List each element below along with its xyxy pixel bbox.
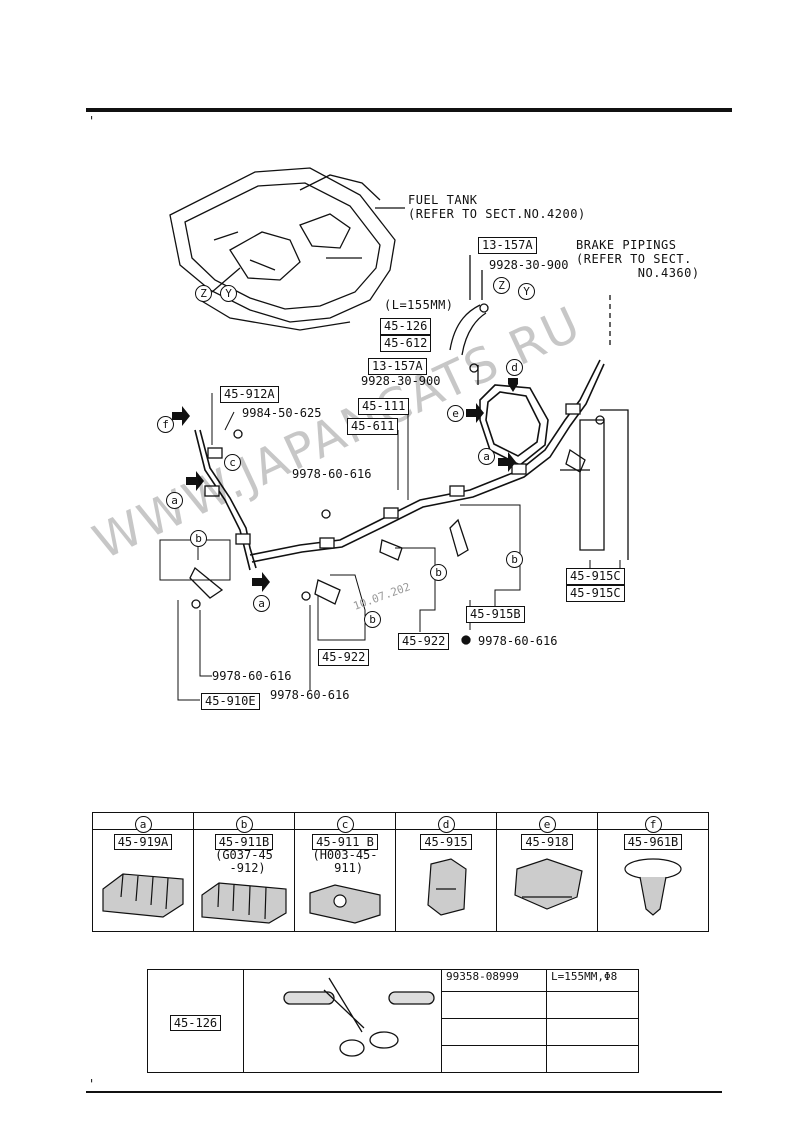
legend-key-e: e <box>497 813 597 833</box>
marker-y: Y <box>220 285 237 302</box>
bolt-9928-upper: 9928-30-900 <box>489 258 569 272</box>
marker-a: a <box>478 448 495 465</box>
empty-cell <box>441 1045 547 1073</box>
scissors-handle-right <box>369 1031 399 1049</box>
legend-key-f: f <box>598 813 708 833</box>
part-45-915c-upper: 45-915C <box>566 568 625 585</box>
legend-key-c: c <box>295 813 395 833</box>
legend-part-b: 45-911B <box>214 834 274 850</box>
legend-part-d: 45-915 <box>420 834 472 850</box>
hose-part-number: 45-126 <box>169 1014 222 1031</box>
part-45-912a: 45-912A <box>220 386 279 403</box>
part-45-922-left: 45-922 <box>318 649 370 666</box>
part-45-126: 45-126 <box>380 318 432 335</box>
legend-note-c: (H003-45- 911) <box>312 848 378 875</box>
scissors-handle-left <box>339 1039 365 1057</box>
part-45-915c-lower: 45-915C <box>566 585 625 602</box>
marker-d: d <box>506 359 523 376</box>
marker-a: a <box>166 492 183 509</box>
bolt-9978-right: 9978-60-616 <box>478 634 558 648</box>
bolt-9978-center-lower: 9978-60-616 <box>270 688 350 702</box>
part-45-612: 45-612 <box>380 335 432 352</box>
fuel-pipe-diagram <box>159 167 629 701</box>
hose-code: 99358-08999 <box>441 968 547 993</box>
part-45-922-right: 45-922 <box>398 633 450 650</box>
leader-lines <box>177 393 621 701</box>
hose-segment-left <box>283 991 335 1005</box>
marker-b: b <box>190 530 207 547</box>
marker-e: e <box>447 405 464 422</box>
bolt-9978-center: 9978-60-616 <box>292 467 372 481</box>
legend-key-d: d <box>396 813 496 833</box>
clip-f-icon <box>624 858 682 916</box>
pipe-clips <box>204 403 581 549</box>
fuel-tank-drawing <box>169 167 396 331</box>
bottom-rule <box>86 1091 722 1093</box>
top-rule <box>86 108 732 112</box>
marker-z: Z <box>493 277 510 294</box>
marker-y: Y <box>518 283 535 300</box>
bolt-9978-left-lower: 9978-60-616 <box>212 669 292 683</box>
legend-part-a: 45-919A <box>113 834 173 850</box>
header-mark: ' <box>88 114 96 128</box>
legend-key-b: b <box>194 813 294 833</box>
clip-a-icon <box>102 873 184 918</box>
marker-a: a <box>253 595 270 612</box>
marker-c: c <box>224 454 241 471</box>
bolt-9928-lower: 9928-30-900 <box>361 374 441 388</box>
marker-z: Z <box>195 285 212 302</box>
hose-spec: L=155MM,Φ8 <box>546 968 639 993</box>
legend-key-a: a <box>93 813 193 833</box>
marker-f: f <box>157 416 174 433</box>
empty-cell <box>546 991 639 1020</box>
hose-cutting-illustration <box>283 977 435 1057</box>
fuel-tank-note: FUEL TANK (REFER TO SECT.NO.4200) <box>408 193 586 221</box>
empty-cell <box>546 1045 639 1073</box>
empty-cell <box>441 1018 547 1047</box>
clip-b-icon <box>201 882 287 924</box>
marker-b: b <box>506 551 523 568</box>
part-45-915b: 45-915B <box>466 606 525 623</box>
clip-legend-table: a 45-919A b 45-911B (G037-45 -912) c 45-… <box>92 812 709 932</box>
hose-segment-right <box>388 991 435 1005</box>
legend-part-f: 45-961B <box>623 834 683 850</box>
clip-e-icon <box>514 858 583 910</box>
hose-cut-table: 45-126 99358-08999 L=155MM,Φ8 <box>147 968 639 1073</box>
bracket-shapes <box>159 409 629 605</box>
clip-d-icon <box>427 858 467 916</box>
legend-part-e: 45-918 <box>521 834 573 850</box>
part-13-157a-upper: 13-157A <box>478 237 537 254</box>
direction-arrows <box>172 378 518 592</box>
bolt-9984: 9984-50-625 <box>242 406 322 420</box>
brake-pipings-note: BRAKE PIPINGS (REFER TO SECT. NO.4360) <box>576 238 700 280</box>
part-45-910e: 45-910E <box>201 693 260 710</box>
legend-note-b: (G037-45 -912) <box>215 848 273 875</box>
footer-mark: ' <box>88 1077 96 1091</box>
empty-cell <box>441 991 547 1020</box>
marker-b: b <box>430 564 447 581</box>
marker-b: b <box>364 611 381 628</box>
length-note: (L=155MM) <box>384 298 454 312</box>
clip-c-icon <box>309 884 381 924</box>
part-13-157a-lower: 13-157A <box>368 358 427 375</box>
part-45-111: 45-111 <box>358 398 410 415</box>
scissors-blades <box>323 977 365 1033</box>
empty-cell <box>546 1018 639 1047</box>
part-45-611: 45-611 <box>347 418 399 435</box>
legend-part-c: 45-911 B <box>312 834 378 850</box>
bolt-glyphs <box>191 303 605 645</box>
